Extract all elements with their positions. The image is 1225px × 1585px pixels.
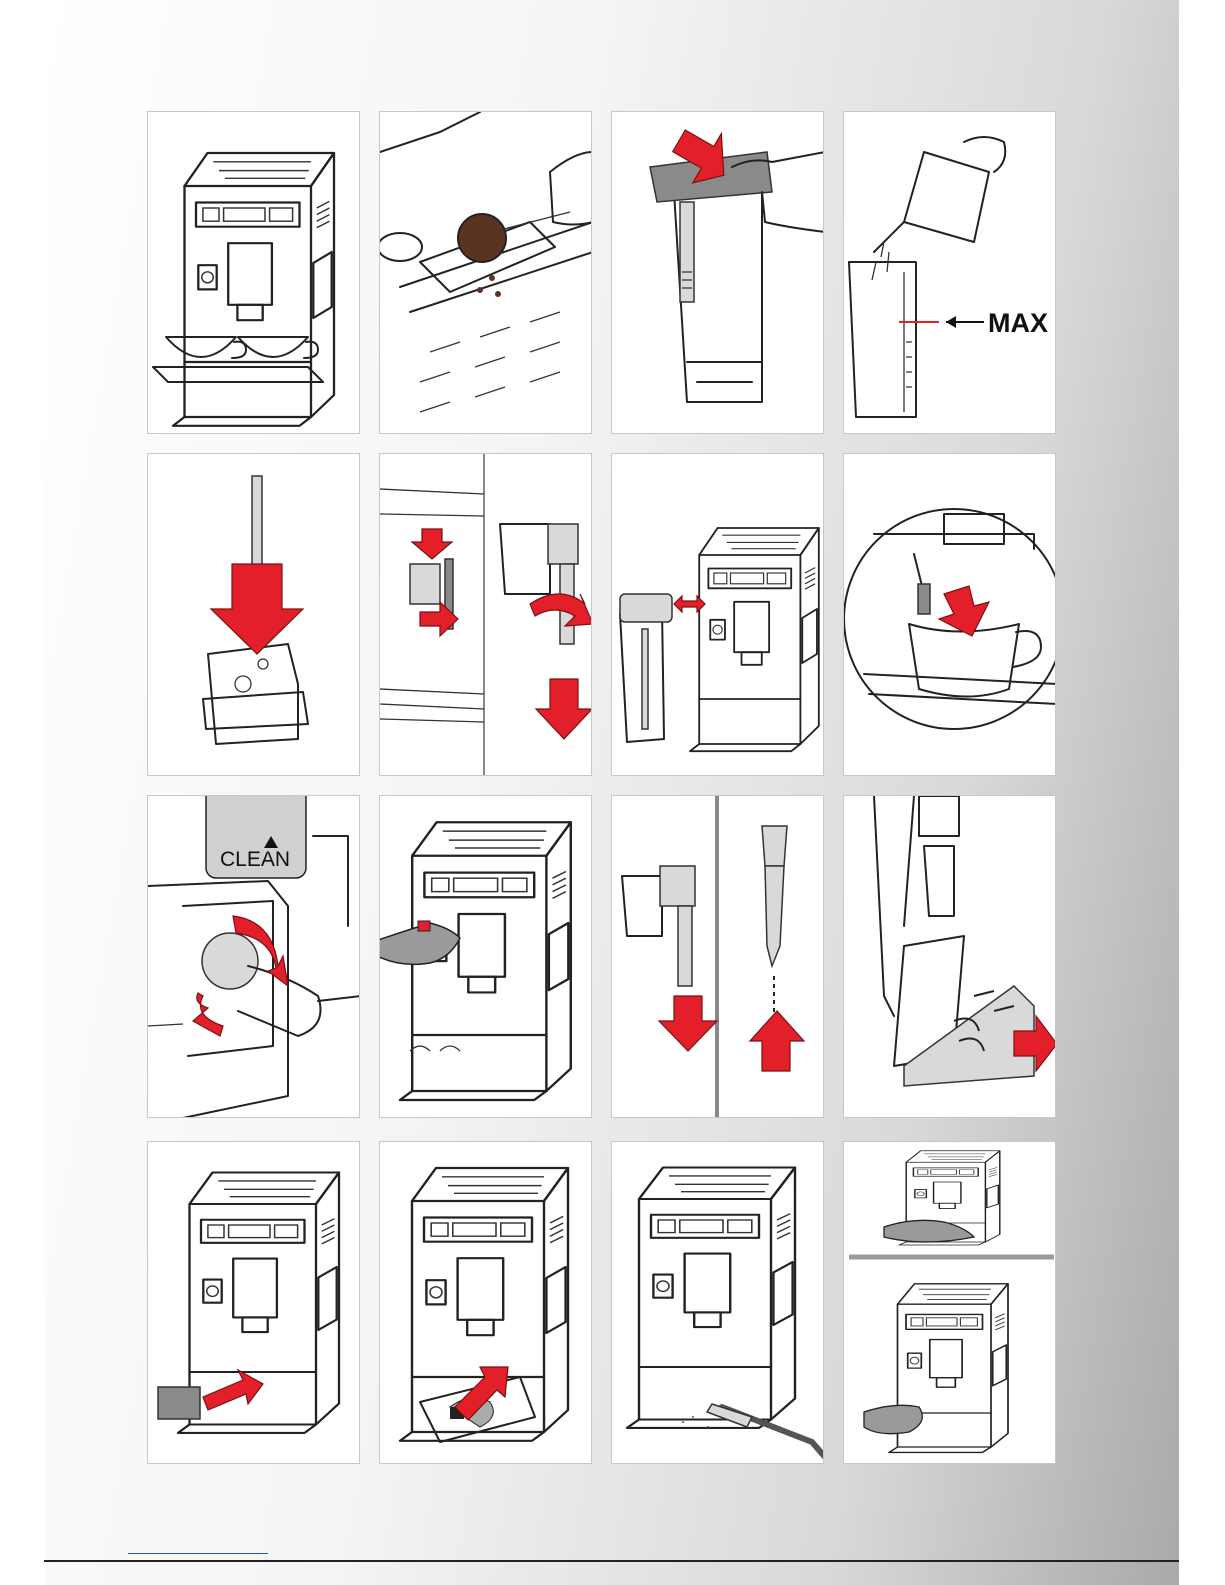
manual-page: MAX: [44, 0, 1179, 1585]
panel-machine-two-cups: [147, 111, 360, 434]
panel-insert-milk-tube: [147, 453, 360, 776]
panel-clean-tray-interior: [379, 1141, 592, 1464]
panel-connect-milk-container: [611, 453, 824, 776]
panel-clean-knob: CLEAN: [147, 795, 360, 1118]
panel-wipe-connector: [379, 795, 592, 1118]
footer-link-underline: [128, 1553, 268, 1554]
panel-brush-residue: [611, 1141, 824, 1464]
panel-attach-milk-spout: [379, 453, 592, 776]
panel-wipe-machine: [843, 1141, 1056, 1464]
panel-remove-grounds-drawer: [147, 1141, 360, 1464]
clean-label: CLEAN: [220, 848, 290, 871]
footer-rule: [44, 1560, 1179, 1562]
panel-milk-into-cup: [843, 453, 1056, 776]
panel-remove-milk-tube: [611, 795, 824, 1118]
max-label: MAX: [988, 308, 1048, 338]
panel-fill-milk-max: MAX: [843, 111, 1056, 434]
panel-coffee-scoop: [379, 111, 592, 434]
panel-milk-container-lid: [611, 111, 824, 434]
panel-remove-drip-tray: [843, 795, 1056, 1118]
